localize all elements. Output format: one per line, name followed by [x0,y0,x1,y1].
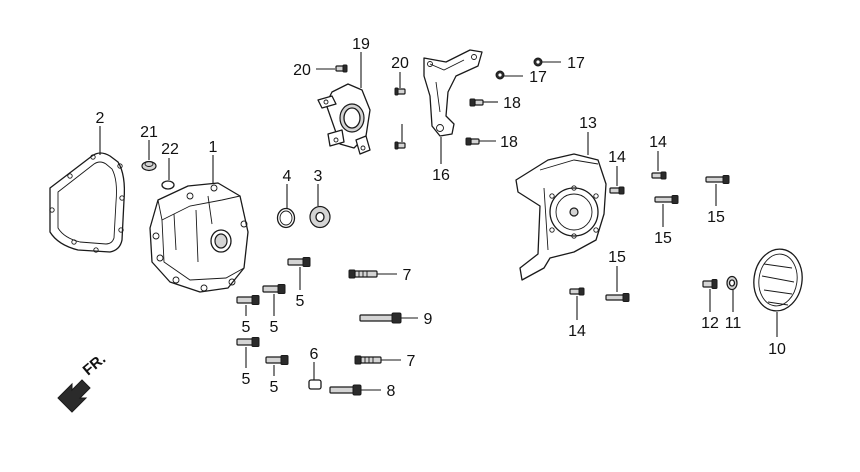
callout-labels: 1 2 3 4 5 5 5 5 5 6 7 7 8 9 10 11 12 13 … [96,36,786,400]
part-22-oring [161,180,175,190]
callout-17b: 17 [529,69,547,86]
callout-1: 1 [209,139,218,156]
part-5-bolt-a [287,257,311,267]
callout-20b: 20 [391,55,409,72]
part-5-bolt-b [262,284,286,294]
part-15-bolt-a [705,175,730,184]
part-5-bolt-e [265,355,289,365]
callout-9: 9 [424,311,433,328]
callout-15c: 15 [608,249,626,266]
callout-18b: 18 [500,134,518,151]
part-7-bolt-a [348,269,378,279]
callout-5e: 5 [270,379,279,396]
part-2-gasket [49,152,126,253]
part-5-bolt-d [236,337,260,347]
direction-label: FR. [80,351,109,380]
callout-8: 8 [387,383,396,400]
callout-5c: 5 [242,319,251,336]
part-18-bolt-a [469,98,484,107]
leader-lines [99,52,778,391]
part-17-nut-b [495,70,505,80]
part-3-seal [309,205,331,229]
callout-4: 4 [283,168,292,185]
callout-21: 21 [140,124,158,141]
part-20-bolt-c [394,141,406,150]
callout-16: 16 [432,167,450,184]
part-21-plug [141,160,157,172]
callout-15b: 15 [654,230,672,247]
callout-17a: 17 [567,55,585,72]
callout-14a: 14 [608,149,626,166]
part-5-bolt-c [236,295,260,305]
callout-14c: 14 [568,323,586,340]
part-14-bolt-a [609,186,625,195]
part-6-dowel [308,379,322,390]
part-16-bracket [423,49,483,137]
part-20-bolt-a [335,64,348,73]
part-18-bolt-b [465,137,480,146]
callout-6: 6 [310,346,319,363]
part-17-nut-a [533,57,543,67]
part-4-oring [276,207,296,229]
part-14-bolt-b [651,171,667,180]
callout-13: 13 [579,115,597,132]
callout-18a: 18 [503,95,521,112]
callout-20a: 20 [293,62,311,79]
part-1-cover [149,182,249,293]
callout-7a: 7 [403,267,412,284]
part-7-bolt-b [354,355,382,365]
part-20-bolt-b [394,87,406,96]
callout-5d: 5 [242,371,251,388]
callout-7b: 7 [407,353,416,370]
callout-3: 3 [314,168,323,185]
part-8-bolt [329,384,362,396]
part-12-bolt [702,279,718,289]
part-14-bolt-c [569,287,585,296]
callout-19: 19 [352,36,370,53]
part-13-cover [515,153,607,281]
part-9-bolt [359,312,402,324]
part-11-washer [726,275,738,291]
part-15-bolt-c [605,293,630,302]
callout-2: 2 [96,110,105,127]
front-direction-indicator: FR. [57,351,109,413]
callout-14b: 14 [649,134,667,151]
callout-15a: 15 [707,209,725,226]
callout-22: 22 [161,141,179,158]
callout-5b: 5 [270,319,279,336]
callout-5a: 5 [296,293,305,310]
part-19-bracket [317,83,371,155]
callout-11: 11 [725,315,742,332]
callout-10: 10 [768,341,786,358]
part-15-bolt-b [654,195,679,204]
arrow-down-left-icon [57,379,91,413]
part-10-cap [753,248,803,312]
callout-12: 12 [701,315,719,332]
